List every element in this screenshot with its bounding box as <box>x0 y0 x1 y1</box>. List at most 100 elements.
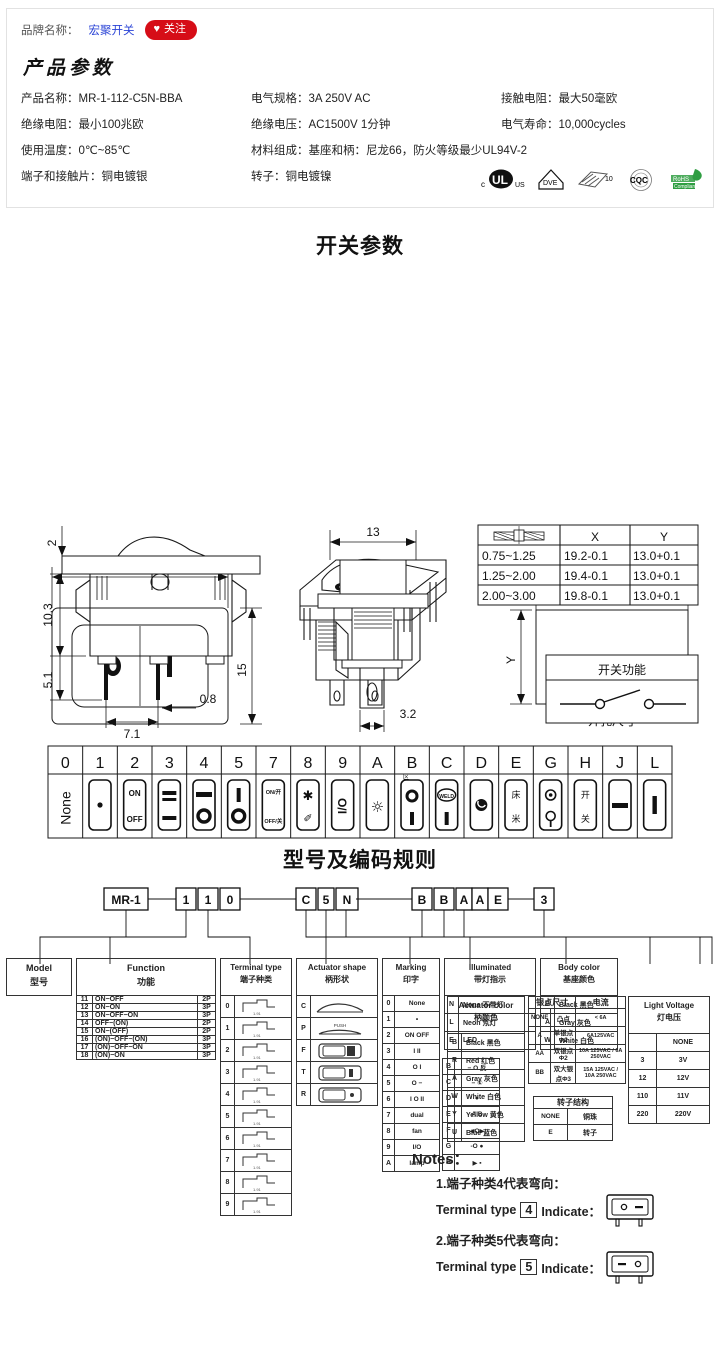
svg-text:RoHS: RoHS <box>673 177 689 183</box>
marking-code: D <box>476 755 488 772</box>
mk-sym: ON OFF <box>394 1027 440 1044</box>
body-color-header-cn: 基座颜色 <box>563 975 595 984</box>
cutout-cell: 1.25~2.00 <box>482 569 536 583</box>
code-block-label: C <box>302 893 311 907</box>
spec-grid: 产品名称：MR-1-112-C5N-BBA 电气规格：3A 250V AC 接触… <box>21 90 699 184</box>
spec-cell: 使用温度：0℃~85℃ <box>21 145 131 157</box>
code-block-label: E <box>494 893 502 907</box>
code-block-label: B <box>418 893 427 907</box>
tt-code: 8 <box>220 1171 235 1194</box>
tt-code: 3 <box>220 1061 235 1084</box>
code-block-label: N <box>343 893 352 907</box>
ac-code: Y <box>447 1105 462 1124</box>
svg-text:CQC: CQC <box>630 176 648 185</box>
tt-code: 6 <box>220 1127 235 1150</box>
brand-row: 品牌名称： 宏聚开关 ♥ 关注 <box>21 19 699 41</box>
illuminated-header-en: Illuminated <box>468 963 512 972</box>
cutout-cell: 13.0+0.1 <box>633 569 680 583</box>
marking-symbol <box>469 779 494 831</box>
follow-button[interactable]: ♥ 关注 <box>144 20 198 40</box>
marking-symbol <box>88 779 112 831</box>
fn-desc: ON−OFF−ON <box>92 1011 198 1020</box>
function-box-title: 开关功能 <box>598 663 646 677</box>
note-2-en-post: Indicate： <box>541 1261 602 1276</box>
spec-row: 产品名称：MR-1-112-C5N-BBA 电气规格：3A 250V AC 接触… <box>21 90 699 106</box>
marking-symbol: WELD <box>434 779 459 831</box>
terminal-header-cn: 端子种类 <box>240 975 272 984</box>
fn-code: 11 <box>76 995 93 1004</box>
cutout-cell: 0.75~1.25 <box>482 549 536 563</box>
mk-code: 7 <box>382 1107 395 1124</box>
sp-type: 双大银点Φ3 <box>550 1062 577 1084</box>
mk-sym: dual <box>394 1107 440 1124</box>
as-figure <box>310 1061 378 1084</box>
dim-13: 13 <box>366 525 380 539</box>
spec-row: 绝缘电阻：最小100兆欧 绝缘电压：AC1500V 1分钟 电气寿命：10,00… <box>21 116 699 132</box>
svg-text:✱: ✱ <box>303 789 314 804</box>
mk-sym: O I <box>394 1059 440 1076</box>
mk-sym: lamp <box>394 1155 440 1172</box>
fn-pole: 3P <box>197 1043 216 1052</box>
rt-desc: 铜珠 <box>567 1108 613 1125</box>
lv-code: 3 <box>628 1051 657 1070</box>
lv-code: 220 <box>628 1105 657 1124</box>
brand-name-link[interactable]: 宏聚开关 <box>88 25 135 37</box>
end-view-drawing: 13 3.2 <box>317 525 429 732</box>
as-code: R <box>296 1083 311 1106</box>
marking-symbol <box>192 779 216 831</box>
cutout-header-x: X <box>591 530 599 544</box>
vde-certification-icon: DVE <box>537 167 565 193</box>
rohs-certification-icon: RoHS Compliant <box>669 167 707 193</box>
code-leader-line <box>109 910 187 964</box>
dim-10-3: 10.3 <box>41 603 55 627</box>
as-figure <box>310 1083 378 1106</box>
sp-current: < 6A <box>575 1008 626 1027</box>
svg-text:UL: UL <box>492 173 508 187</box>
tt-figure: 1.91 <box>234 1017 292 1040</box>
as-figure <box>310 1039 378 1062</box>
marking-code: 8 <box>304 755 313 772</box>
table-row: R <box>296 1083 378 1106</box>
ac-desc: Black 黑色 <box>461 1033 525 1052</box>
marking-symbol <box>226 779 251 831</box>
svg-text:ON/开: ON/开 <box>266 788 282 796</box>
spec-cell: 电气寿命：10,000cycles <box>501 119 626 131</box>
dim-0-8: 0.8 <box>200 692 217 706</box>
svg-text:10: 10 <box>605 176 613 183</box>
mk-sym: None <box>394 995 440 1012</box>
lv-value: NONE <box>656 1033 710 1052</box>
as-figure: PUSH <box>310 1017 378 1040</box>
marking-symbol: ☼ <box>365 779 390 831</box>
spec-cell: 转子：铜电镀镍 <box>251 171 332 183</box>
tt-figure: 1.91 <box>234 1127 292 1150</box>
svg-text:c: c <box>481 180 485 189</box>
sp-current: 10A 125VAC / 6A 250VAC <box>575 1044 626 1063</box>
spec-cell: 产品名称：MR-1-112-C5N-BBA <box>21 93 183 105</box>
svg-text:1.91: 1.91 <box>253 1055 262 1060</box>
spec-row: 使用温度：0℃~85℃ 材料组成：基座和柄：尼龙66，防火等级最少UL94V-2 <box>21 142 699 158</box>
sp-current: 15A 125VAC / 10A 250VAC <box>575 1062 626 1084</box>
mk-code: 3 <box>382 1043 395 1060</box>
sp-code: A <box>527 1026 552 1045</box>
function-header-en: Function <box>127 963 165 973</box>
note-1-code: 4 <box>520 1202 538 1218</box>
marking-symbol: ✱✐ <box>296 779 320 831</box>
code-block-label: 0 <box>227 893 234 907</box>
marking-code: H <box>580 755 592 772</box>
cutout-dimension-table: X Y 0.75~1.25 19.2-0.1 13.0+0.1 1.25~2.0… <box>477 524 699 606</box>
